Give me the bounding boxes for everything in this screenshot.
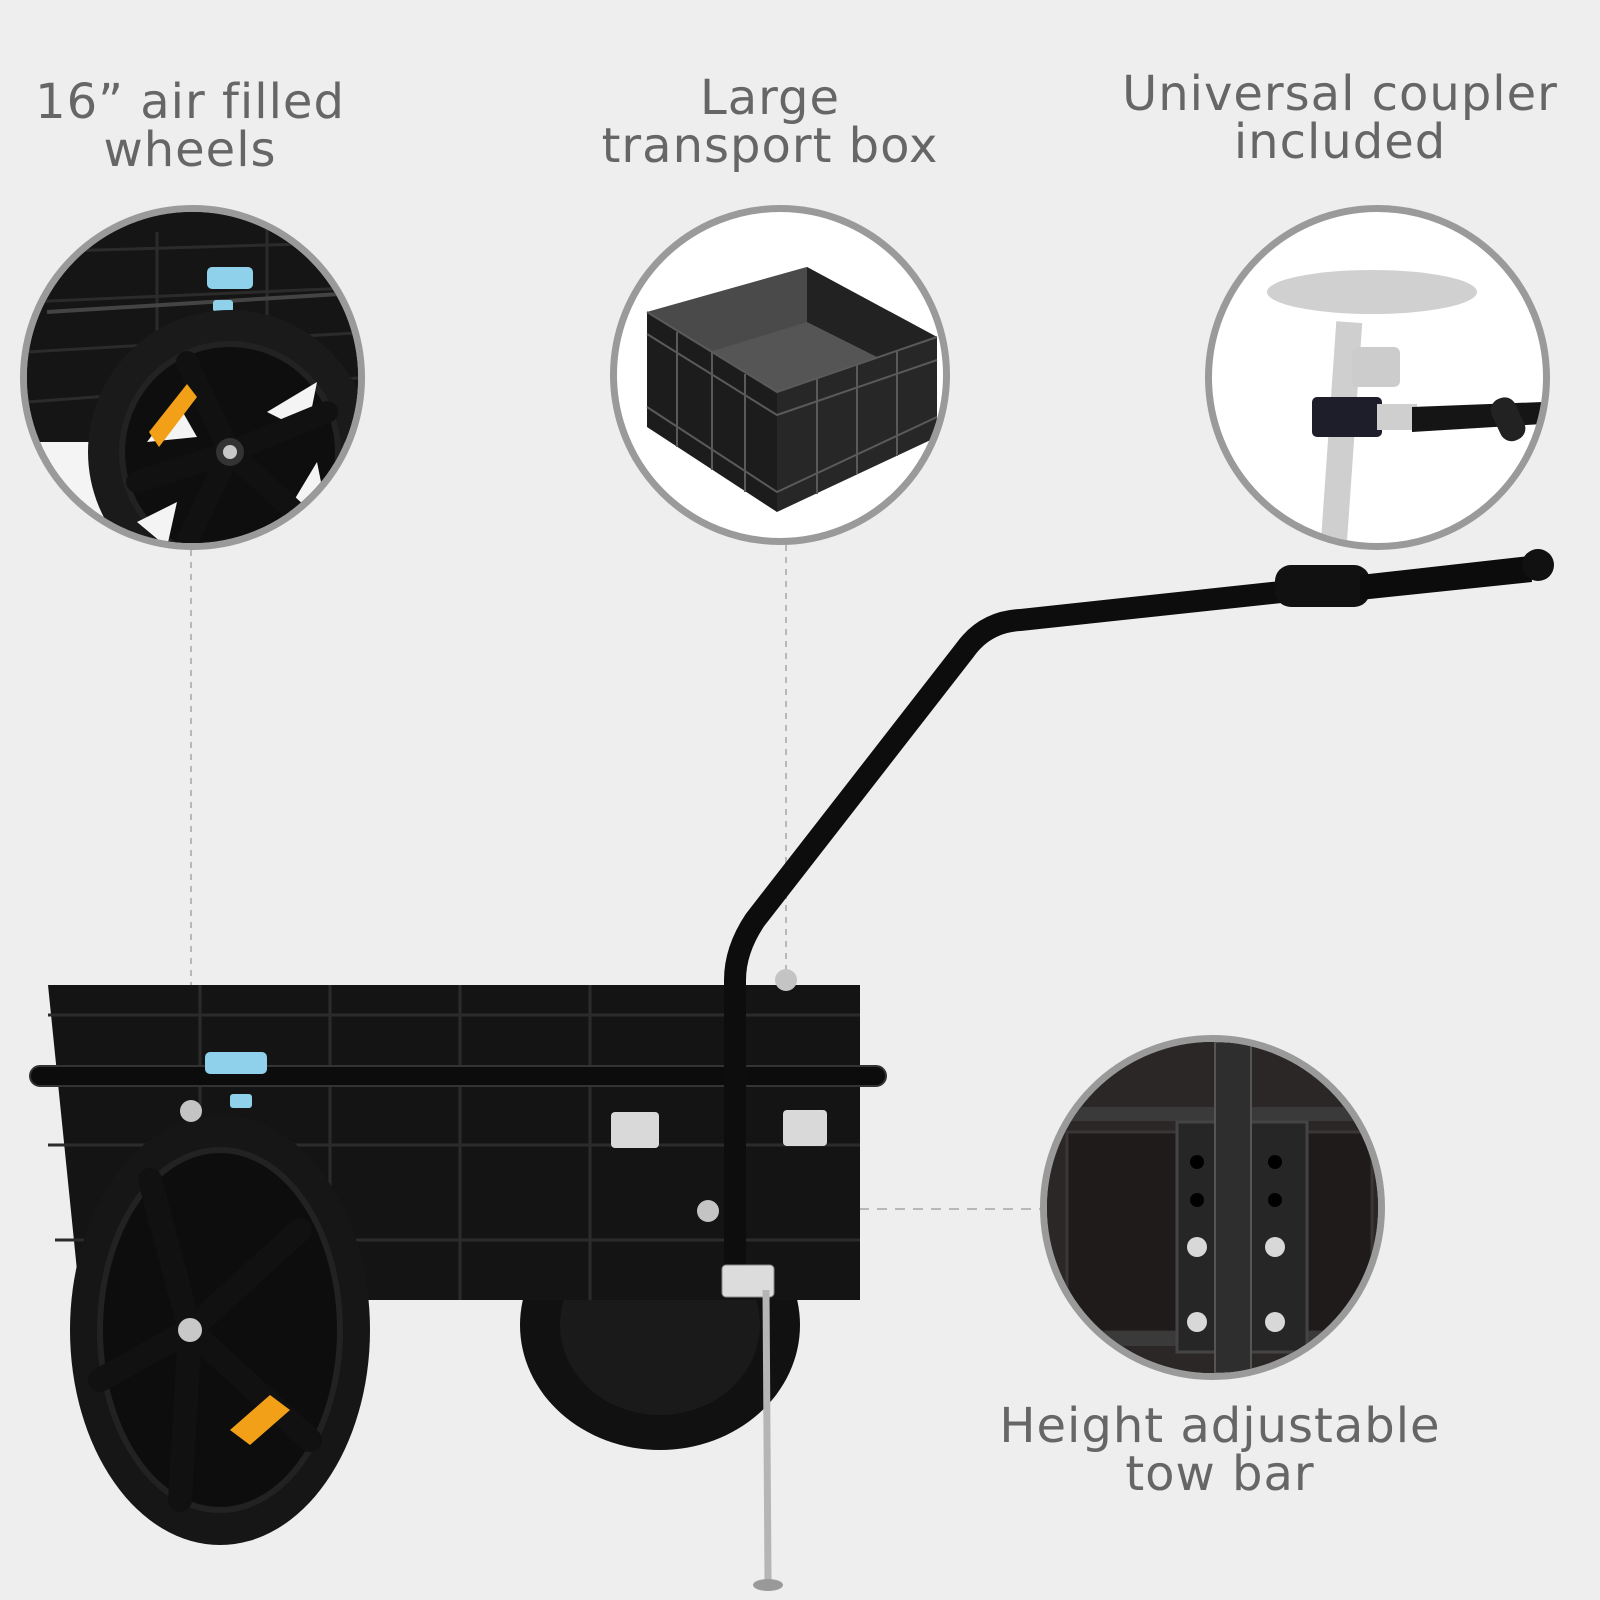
feature-label-line: Height adjustable bbox=[999, 1398, 1441, 1454]
feature-label-line: 16” air filled bbox=[35, 74, 345, 130]
detail-circle-box bbox=[610, 205, 950, 545]
towbar-mount-icon bbox=[1047, 1042, 1378, 1373]
feature-label-wheels: 16” air filled wheels bbox=[20, 78, 360, 174]
detail-circle-coupler bbox=[1205, 205, 1550, 550]
transport-box-icon bbox=[646, 267, 938, 512]
feature-label-line: tow bar bbox=[1125, 1446, 1315, 1502]
feature-label-line: included bbox=[1233, 114, 1447, 170]
feature-label-line: transport box bbox=[601, 118, 939, 174]
feature-label-coupler: Universal coupler included bbox=[1100, 70, 1580, 166]
feature-label-towbar: Height adjustable tow bar bbox=[990, 1402, 1450, 1498]
detail-circle-towbar bbox=[1040, 1035, 1385, 1380]
connector-dot-towbar bbox=[697, 1200, 719, 1222]
detail-circle-wheel bbox=[20, 205, 365, 550]
feature-label-line: Large bbox=[699, 70, 841, 126]
feature-label-box: Large transport box bbox=[570, 74, 970, 170]
feature-label-line: Universal coupler bbox=[1122, 66, 1558, 122]
connector-dot-box bbox=[775, 969, 797, 991]
connector-dot-wheel bbox=[180, 1100, 202, 1122]
bike-coupler-icon bbox=[1267, 270, 1543, 543]
feature-label-line: wheels bbox=[103, 122, 277, 178]
